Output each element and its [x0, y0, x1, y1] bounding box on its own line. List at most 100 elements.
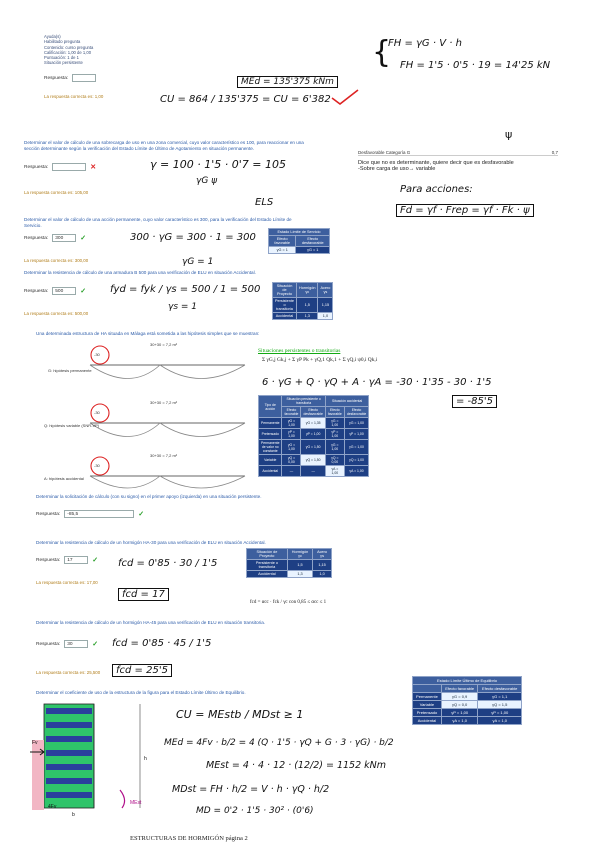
psi-symbol: ψ: [505, 128, 513, 141]
correct-icon: ✓: [80, 288, 87, 295]
incorrect-icon: ✕: [90, 164, 97, 171]
table-cell: γP = 1,00: [300, 428, 326, 440]
answer-label: Respuesta:: [36, 557, 61, 563]
moment-label: -30: [94, 352, 100, 357]
moment-label: -30: [94, 410, 100, 415]
figure-label-mest: MEst: [130, 800, 142, 806]
answer-row: Respuesta: 30 ✓: [36, 640, 98, 648]
hand-combo-res: = -85'5: [452, 395, 498, 408]
answer-input[interactable]: 30: [64, 640, 89, 648]
figure-label-h: h: [144, 756, 147, 762]
table-cell: 1,0: [312, 570, 332, 578]
table-subheader: Efecto favorable: [324, 406, 345, 418]
hand-fh2: FH = 1'5 · 0'5 · 19 = 14'25 kN: [400, 60, 551, 71]
table-cell: γG = 1,35: [300, 417, 326, 429]
table-cell: —: [281, 465, 302, 477]
table-header: Situación persistente o transitoria: [281, 395, 326, 407]
hand-combo: 6 · γG + Q · γQ + A · γA = -30 · 1'35 - …: [262, 377, 492, 388]
hand-fcd2-res: fcd = 25'5: [112, 664, 172, 677]
info-line: Contenido: curso pregunta: [44, 44, 94, 50]
table-subheader: Efecto desfavorable: [343, 406, 370, 418]
table-cell: γA = 1,00: [324, 465, 345, 477]
table-header: Efecto favorable: [267, 235, 297, 247]
hand-mdst: MDst = FH · h/2 = V · h · γQ · h/2: [172, 784, 330, 795]
table-subheader: Efecto desfavorable: [300, 406, 326, 418]
table-cell: γG = 1,1: [477, 692, 522, 701]
table-cell: Persistente o transitoria: [272, 297, 297, 313]
table-cell: γP = 1,00: [324, 428, 345, 440]
note-row-value: 0,7: [551, 150, 558, 155]
load-label: 30+30 = 7,2 m²: [150, 400, 178, 405]
hand-calc300: 300 · γG = 300 · 1 = 300: [130, 232, 256, 243]
table-cell: γG = 1: [295, 246, 330, 254]
table-header: Hormigón γc: [295, 282, 319, 298]
table-cell: γQ = 0,00: [281, 454, 302, 466]
hand-els: ELS: [255, 197, 274, 208]
load-label: 30+30 = 7,2 m²: [150, 453, 178, 458]
hand-fd: Fd = γf · Frep = γf · Fk · ψ: [396, 204, 534, 217]
page-footer: ESTRUCTURAS DE HORMIGÓN página 2: [130, 835, 248, 842]
correct-answer: La respuesta correcta es: 105,00: [24, 190, 89, 195]
answer-row: Respuesta: 17 ✓: [36, 556, 98, 564]
table-header: Acero γs: [317, 282, 334, 298]
answer-input[interactable]: [72, 74, 97, 82]
table-cell: γG = 1,00: [324, 439, 345, 455]
table-cell: —: [300, 465, 326, 477]
answer-label: Respuesta:: [24, 288, 49, 294]
table-cell: 1,15: [312, 559, 332, 571]
table-cell: γA = 1,0: [440, 716, 479, 725]
equilibrium-table: Estado Límite Último de Equilibrio Efect…: [412, 676, 522, 725]
answer-row: Respuesta:: [44, 74, 97, 82]
table-cell: γQ = 1,50: [300, 454, 326, 466]
info-line: Situación persistente: [44, 60, 83, 66]
note-line: Dice que no es determinante, quiere deci…: [358, 160, 514, 166]
answer-label: Respuesta:: [44, 75, 69, 81]
answer-label: Respuesta:: [36, 641, 61, 647]
info-line: Habilitado pregunta: [44, 39, 81, 45]
table-header: Acero γs: [312, 548, 332, 560]
answer-input[interactable]: 300: [52, 234, 77, 242]
frame-figure: [30, 703, 141, 810]
hand-med: MEd = 135'375 kNm: [237, 76, 338, 88]
table-cell: γG = 1,00: [324, 417, 345, 429]
boxed-fcd2: fcd = 25'5: [112, 664, 172, 677]
correct-icon: ✓: [92, 641, 99, 648]
question-text: Determinar la solicitación de cálculo (c…: [36, 494, 262, 499]
table-header: Efecto desfavorable: [295, 235, 330, 247]
table-cell: γQ = 0,0: [440, 700, 479, 709]
table-header: Situación accidental: [324, 395, 370, 407]
correct-answer: La respuesta correcta es: 300,00: [24, 258, 89, 263]
boxed-fcd1: fcd = 17: [118, 588, 169, 601]
answer-label: Respuesta:: [24, 235, 49, 241]
table-cell: 1,15: [317, 297, 334, 313]
correct-icon: ✓: [92, 557, 99, 564]
answer-row: Respuesta: -85,5 ✓: [36, 510, 144, 518]
hand-gamma: γ = 100 · 1'5 · 0'7 = 105: [150, 158, 286, 171]
table-cell: γP = 1,00: [440, 708, 479, 717]
boxed-med: MEd = 135'375 kNm: [237, 76, 338, 88]
hand-gammag1: γG = 1: [182, 257, 214, 267]
info-line: Ayuda(s): [44, 34, 61, 39]
table-title: Situación de Proyecto: [246, 548, 288, 560]
combo-formula: Σ γG,j Gk,j + Σ γP Pk + γQ,1 Qk,1 + Σ γQ…: [262, 357, 378, 363]
hand-cu: CU = 864 / 135'375 = CU = 6'382: [160, 94, 331, 105]
table-cell: Persistente o transitoria: [246, 559, 288, 571]
figure-label-b: b: [72, 812, 75, 818]
combo-label: Situaciones persistentes o transitorias: [258, 348, 341, 354]
table-header: Efecto desfavorable: [477, 684, 522, 693]
table-cell: γP = 1,00: [343, 428, 370, 440]
beam-a: [89, 456, 246, 489]
answer-input[interactable]: 500: [52, 287, 77, 295]
table-cell: γP = 1,00: [477, 708, 522, 717]
hand-fh1: FH = γG · V · h: [388, 38, 462, 49]
answer-input[interactable]: -85,5: [64, 510, 135, 518]
table-cell: γG = 0,9: [440, 692, 479, 701]
note-line: -Sobre carga de uso→ variable: [358, 166, 436, 172]
table-cell: γQ = 0,00: [324, 454, 345, 466]
answer-input[interactable]: [52, 163, 87, 171]
question-text: Determinar la resistencia de cálculo de …: [36, 620, 266, 625]
answer-input[interactable]: 17: [64, 556, 89, 564]
table-cell: γQ = 1,5: [477, 700, 522, 709]
